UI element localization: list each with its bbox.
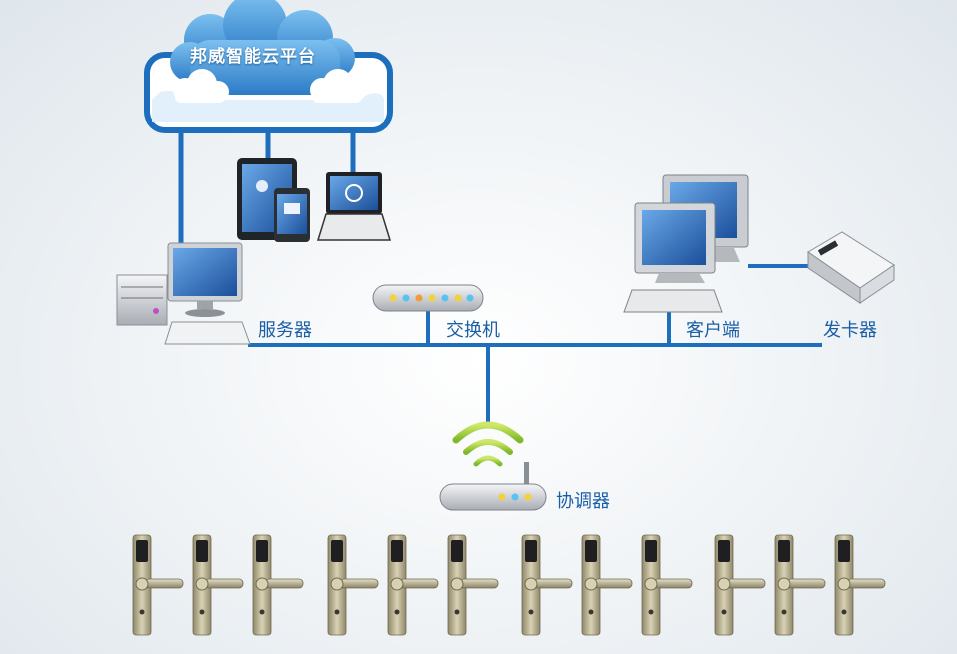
client-computer-icon [623,174,749,313]
door-lock-icon [641,534,693,636]
door-lock-icon [387,534,439,636]
cloud-icon [170,0,355,95]
card-issuer-label: 发卡器 [823,320,877,341]
door-lock-icon [521,534,573,636]
coordinator-label: 协调器 [556,491,610,512]
door-lock-icon [327,534,379,636]
door-lock-icon [581,534,633,636]
laptop-icon [316,172,392,241]
wifi-signal-icon [452,421,524,467]
server-computer-icon [116,242,251,345]
door-lock-icon [714,534,766,636]
door-lock-icon [447,534,499,636]
phone-icon [274,188,310,242]
switch-label: 交换机 [446,320,500,341]
server-label: 服务器 [258,320,312,341]
cloud-platform [144,0,393,133]
door-locks [132,534,886,636]
switch-icon [372,284,484,312]
cloud-platform-title: 邦威智能云平台 [190,47,316,67]
small-cloud-left-icon [173,69,229,103]
door-lock-icon [774,534,826,636]
door-lock-icon [252,534,304,636]
card-reader-icon [807,231,895,304]
connection-lines [178,130,822,422]
small-cloud-right-icon [310,69,365,103]
coordinator-icon [439,462,547,511]
door-lock-icon [192,534,244,636]
client-label: 客户端 [686,320,740,341]
door-lock-icon [834,534,886,636]
door-lock-icon [132,534,184,636]
